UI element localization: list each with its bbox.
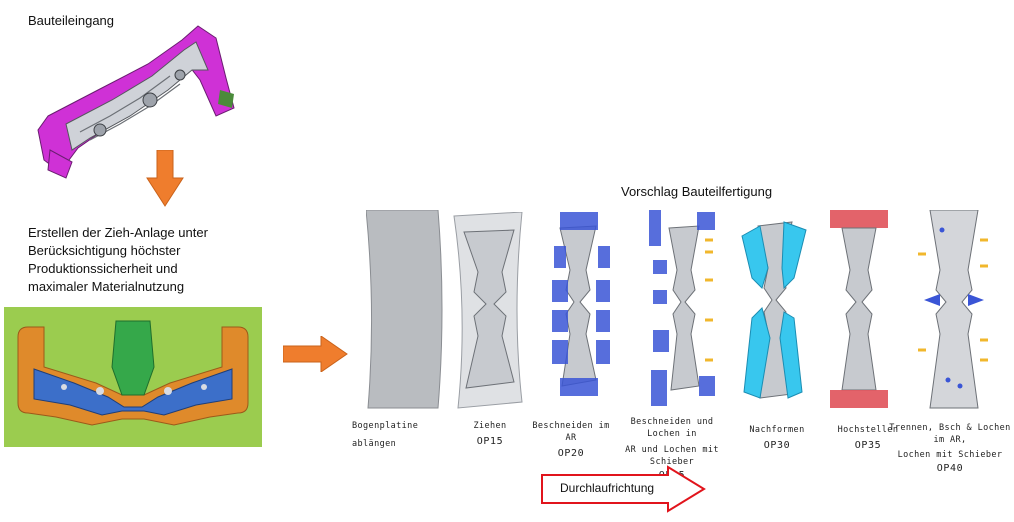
down-arrow-icon <box>146 150 184 207</box>
caption-line: Beschneiden im AR <box>532 421 610 443</box>
caption-line: Lochen mit Schieber <box>897 450 1003 460</box>
step-trim-image <box>552 212 610 396</box>
step-caption-final: Trennen, Bsch & Lochen im AR, Lochen mit… <box>886 422 1014 474</box>
description-line: Erstellen der Zieh-Anlage unter <box>28 225 208 240</box>
step-caption-flange: Hochstellen OP35 <box>836 424 900 451</box>
caption-line: Hochstellen <box>837 425 899 435</box>
step-caption-blank: Bogenplatine ablängen <box>352 420 422 450</box>
step-caption-drawing: Ziehen OP15 <box>460 420 520 447</box>
step-trim-pierce-image <box>649 210 715 406</box>
step-blank-image <box>366 210 443 409</box>
description-line: maximaler Materialnutzung <box>28 279 185 294</box>
caption-line: Bogenplatine <box>352 421 419 431</box>
step-flange-image <box>830 210 888 408</box>
op-code: OP15 <box>476 436 504 447</box>
step-caption-reform: Nachformen OP30 <box>742 424 812 451</box>
die-design-description: Erstellen der Zieh-Anlage unter Berücksi… <box>28 224 268 296</box>
caption-line: Beschneiden und Lochen in <box>630 417 714 439</box>
step-caption-trim: Beschneiden im AR OP20 <box>528 420 614 459</box>
caption-line: AR und Lochen mit Schieber <box>625 445 719 467</box>
incoming-part-image <box>37 25 235 179</box>
incoming-part-label: Bauteileingang <box>28 13 115 28</box>
caption-line: Ziehen <box>473 421 507 431</box>
flow-direction-arrow-icon <box>541 465 706 513</box>
op-code: OP35 <box>854 440 882 451</box>
description-line: Produktionssicherheit und <box>28 261 178 276</box>
proposal-title: Vorschlag Bauteilfertigung <box>621 184 773 199</box>
flow-direction-label: Durchlaufrichtung <box>560 481 655 495</box>
step-reform-image <box>741 221 807 399</box>
step-final-image <box>918 210 988 409</box>
die-layout-image <box>4 307 262 447</box>
op-code: OP30 <box>763 440 791 451</box>
caption-line: ablängen <box>352 439 397 449</box>
description-line: Berücksichtigung höchster <box>28 243 181 258</box>
caption-line: Nachformen <box>749 425 805 435</box>
right-arrow-icon <box>283 336 348 372</box>
caption-line: Trennen, Bsch & Lochen im AR, <box>889 423 1011 445</box>
op-code: OP40 <box>936 463 964 474</box>
step-drawn-image <box>453 212 523 409</box>
op-code: OP20 <box>557 448 585 459</box>
